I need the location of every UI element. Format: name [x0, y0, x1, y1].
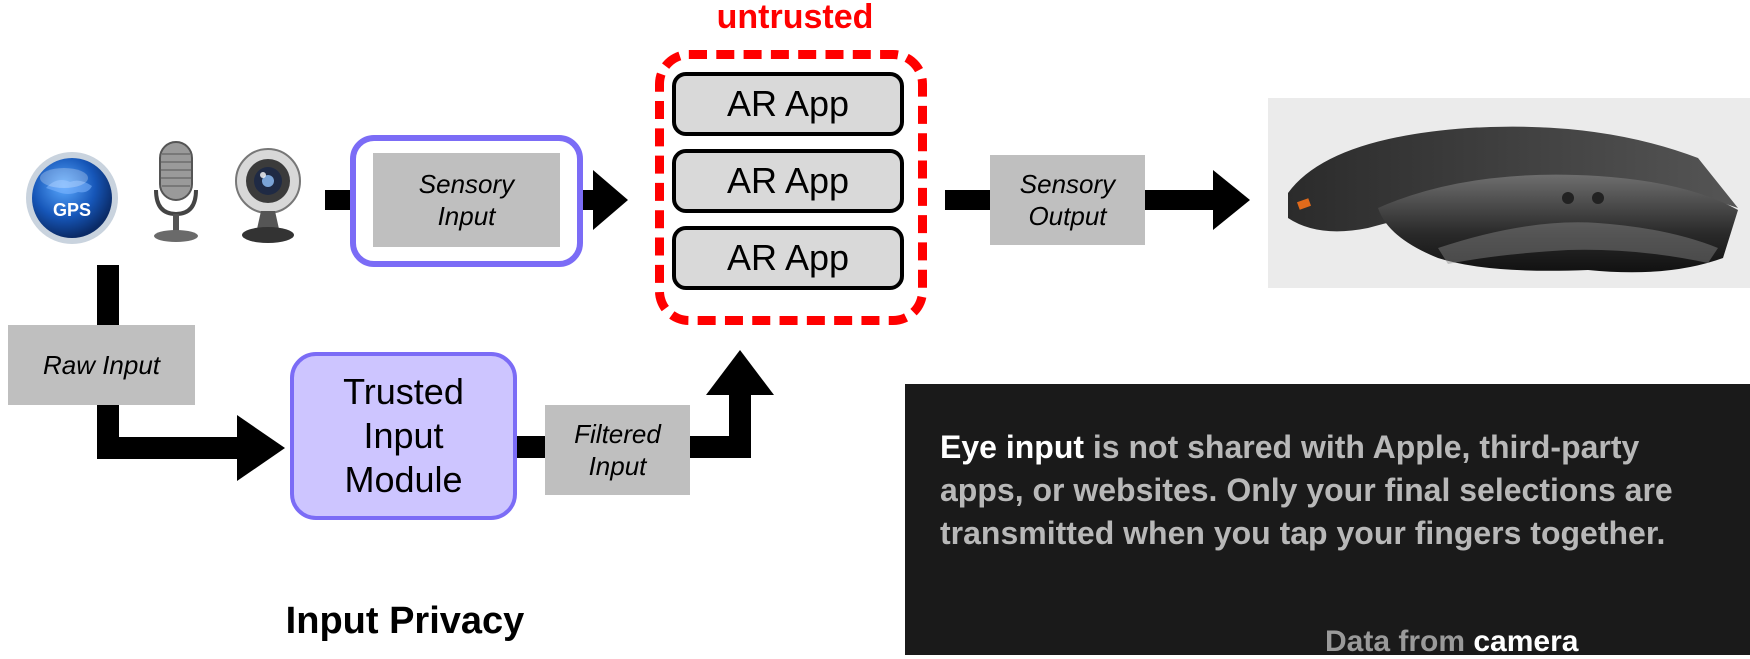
raw-input-box: Raw Input	[8, 325, 195, 405]
data-from-camera-footer: Data from camera	[1325, 625, 1578, 659]
input-to-app-arrowhead	[593, 170, 628, 230]
ar-app-box: AR App	[672, 226, 904, 290]
trusted-input-module: Trusted Input Module	[290, 352, 517, 520]
eye-input-highlight: Eye input	[940, 429, 1085, 465]
output-to-headset-arrowhead	[1213, 170, 1250, 230]
footer-prefix: Data from	[1325, 625, 1474, 658]
eye-input-text: is not shared with Apple, third-party ap…	[940, 429, 1673, 552]
untrusted-label: untrusted	[716, 0, 874, 36]
microphone-icon	[154, 141, 198, 242]
ar-app-box: AR App	[672, 149, 904, 213]
sensory-output-box: Sensory Output	[990, 155, 1145, 245]
filtered-up-arrowhead	[706, 350, 774, 395]
webcam-icon	[235, 148, 301, 243]
filtered-up-path	[690, 390, 751, 458]
sensory-input-box: Sensory Input	[373, 153, 560, 247]
eye-input-info-panel: Eye input is not shared with Apple, thir…	[905, 384, 1750, 655]
input-privacy-caption: Input Privacy	[285, 600, 525, 642]
raw-input-arrowhead	[237, 415, 285, 481]
footer-highlight: camera	[1473, 625, 1579, 658]
ar-app-box: AR App	[672, 72, 904, 136]
ar-headset-icon	[1268, 98, 1750, 288]
gps-globe-icon: GPS	[26, 152, 118, 244]
untrusted-boundary	[655, 50, 927, 325]
filtered-input-box: Filtered Input	[545, 405, 690, 495]
gps-label: GPS	[53, 200, 91, 220]
